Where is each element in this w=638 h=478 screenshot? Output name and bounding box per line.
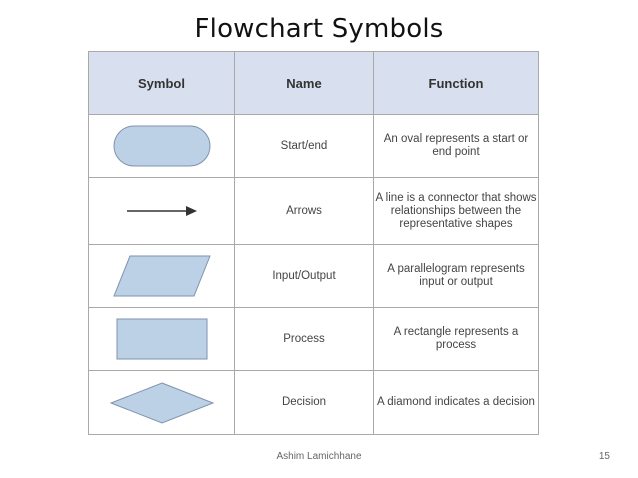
diamond-icon <box>109 381 214 424</box>
function-cell: A rectangle represents a process <box>373 307 539 371</box>
symbol-cell <box>88 177 235 245</box>
parallelogram-icon <box>112 255 211 297</box>
footer-author: Ashim Lamichhane <box>276 451 362 462</box>
page-number: 15 <box>598 451 610 462</box>
header-name: Name <box>234 51 374 115</box>
header-symbol: Symbol <box>88 51 235 115</box>
name-cell: Arrows <box>234 177 374 245</box>
table-row: Process A rectangle represents a process <box>88 307 539 371</box>
function-cell: An oval represents a start or end point <box>373 114 539 178</box>
table-row: Arrows A line is a connector that shows … <box>88 177 539 245</box>
table-row: Start/end An oval represents a start or … <box>88 114 539 178</box>
arrow-icon <box>126 206 197 216</box>
rectangle-icon <box>116 318 207 360</box>
symbol-cell <box>88 307 235 371</box>
name-cell: Decision <box>234 370 374 435</box>
symbol-cell <box>88 114 235 178</box>
table-row: Input/Output A parallelogram represents … <box>88 244 539 308</box>
table-row: Decision A diamond indicates a decision <box>88 370 539 435</box>
header-function: Function <box>373 51 539 115</box>
function-cell: A diamond indicates a decision <box>373 370 539 435</box>
table-header-row: Symbol Name Function <box>88 51 539 115</box>
oval-icon <box>113 125 210 167</box>
symbol-cell <box>88 244 235 308</box>
function-cell: A line is a connector that shows relatio… <box>373 177 539 245</box>
symbol-cell <box>88 370 235 435</box>
flowchart-symbols-table: Symbol Name Function Start/end An oval r… <box>88 51 539 435</box>
function-cell: A parallelogram represents input or outp… <box>373 244 539 308</box>
slide-title: Flowchart Symbols <box>194 14 444 44</box>
name-cell: Process <box>234 307 374 371</box>
name-cell: Input/Output <box>234 244 374 308</box>
name-cell: Start/end <box>234 114 374 178</box>
